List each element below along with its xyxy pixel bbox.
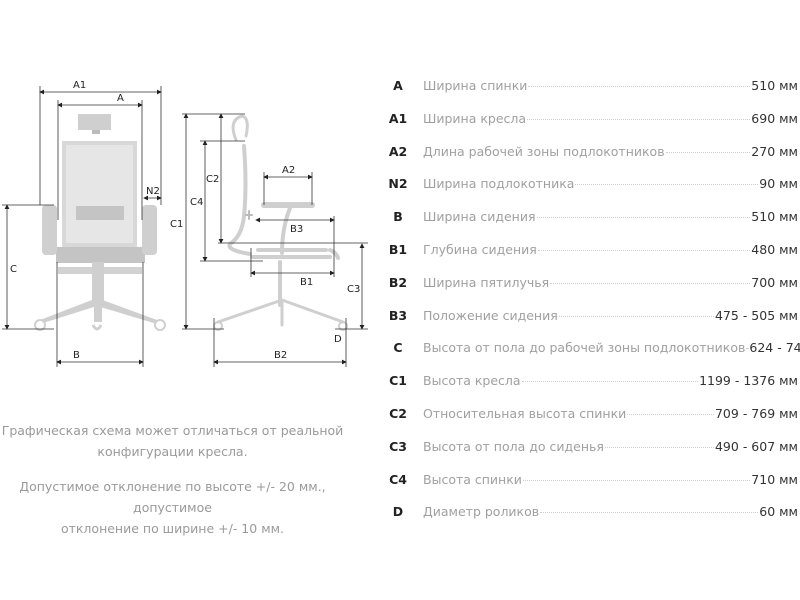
spec-label: Высота спинки — [423, 471, 522, 487]
spec-code: B3 — [388, 307, 408, 323]
spec-value: 510 мм — [751, 78, 798, 93]
dim-label-b2: B2 — [274, 350, 287, 361]
spec-row: A2 Длина рабочей зоны подлокотников 270 мм — [380, 144, 798, 164]
spec-row: A1 Ширина кресла 690 мм — [380, 111, 798, 131]
note-line: конфигурации кресла. — [97, 444, 248, 459]
spec-row: D Диаметр роликов 60 мм — [380, 504, 798, 524]
dotted-leader — [575, 184, 759, 186]
spec-row: C1 Высота кресла 1199 - 1376 мм — [380, 373, 798, 393]
side-dimension-lines — [182, 113, 368, 367]
spec-label: Диаметр роликов — [423, 504, 540, 520]
spec-value: 490 - 607 мм — [714, 438, 798, 454]
dim-label-b3: B3 — [290, 224, 303, 235]
spec-label: Длина рабочей зоны подлокотников — [423, 143, 665, 159]
spec-row: B Ширина сидения 510 мм — [380, 209, 798, 229]
spec-value: 270 мм — [751, 143, 798, 159]
spec-code: B1 — [388, 242, 408, 257]
spec-label: Ширина кресла — [423, 110, 527, 126]
spec-value: 480 мм — [751, 242, 798, 257]
spec-label: Высота от пола до сиденья — [423, 438, 604, 454]
spec-row: C4 Высота спинки 710 мм — [380, 472, 798, 492]
dim-label-n2: N2 — [146, 186, 160, 197]
spec-code: B2 — [388, 274, 408, 290]
dim-label-a2: A2 — [282, 165, 295, 176]
dotted-leader — [536, 217, 751, 219]
note-line: отклонение по ширине +/- 10 мм. — [60, 521, 285, 536]
dim-label-b1: B1 — [300, 277, 313, 288]
spec-value: 60 мм — [759, 504, 798, 520]
spec-value: 1199 - 1376 мм — [699, 373, 798, 389]
spec-row: C2 Относительная высота спинки 709 - 769 м… — [380, 406, 798, 426]
front-dimension-lines — [2, 86, 162, 367]
dotted-leader — [604, 446, 714, 448]
spec-code: C3 — [389, 438, 407, 454]
spec-code: B — [393, 209, 403, 225]
dotted-leader — [537, 250, 751, 251]
dim-label-d: D — [334, 334, 342, 345]
spec-label: Ширина подлокотника — [423, 176, 575, 192]
spec-label: Ширина спинки — [423, 78, 528, 93]
dim-label-c1: C1 — [170, 219, 183, 230]
dotted-leader — [522, 479, 751, 481]
spec-code: C2 — [389, 406, 407, 421]
spec-label: Высота кресла — [423, 373, 521, 389]
dotted-leader — [527, 118, 751, 120]
dotted-leader — [665, 151, 751, 153]
spec-value: 710 мм — [751, 471, 798, 487]
spec-row: A Ширина спинки 510 мм — [380, 78, 798, 98]
spec-row: C3 Высота от пола до сиденья 490 - 607 мм — [380, 439, 798, 459]
spec-row: C Высота от пола до рабочей зоны подлокот… — [380, 340, 800, 360]
dotted-leader — [528, 86, 751, 87]
spec-row: B3 Положение сидения 475 - 505 мм — [380, 308, 798, 328]
dotted-leader — [627, 414, 714, 415]
dim-label-a1: A1 — [73, 80, 86, 91]
spec-code: C4 — [389, 471, 407, 487]
dotted-leader — [540, 512, 759, 514]
side-view-chair — [213, 114, 348, 331]
spec-label: Высота от пола до рабочей зоны подлокотн… — [423, 340, 746, 356]
dim-label-c: C — [10, 264, 17, 275]
chair-dimension-diagram: A1 A N2 C B C1 C2 C4 — [2, 80, 368, 367]
spec-code: D — [392, 504, 404, 520]
dim-label-a: A — [117, 93, 124, 104]
spec-code: C1 — [389, 373, 407, 389]
note-line: Допустимое отклонение по высоте +/- 20 м… — [19, 479, 326, 515]
dim-label-c3: C3 — [347, 284, 360, 295]
spec-label: Ширина пятилучья — [423, 274, 550, 290]
spec-value: 624 - 741 мм — [749, 340, 800, 356]
spec-row: B2 Ширина пятилучья 700 мм — [380, 275, 798, 295]
spec-value: 690 мм — [751, 110, 798, 126]
note-line: Графическая схема может отличаться от ре… — [1, 423, 344, 438]
spec-code: A — [393, 78, 403, 93]
spec-value: 709 - 769 мм — [714, 406, 798, 421]
spec-label: Ширина сидения — [423, 209, 536, 225]
spec-code: A2 — [388, 143, 408, 159]
spec-code: A1 — [388, 110, 408, 126]
spec-value: 90 мм — [759, 176, 798, 192]
spec-label: Относительная высота спинки — [423, 406, 627, 421]
dotted-leader — [550, 282, 751, 284]
spec-value: 475 - 505 мм — [714, 307, 798, 323]
dim-label-b: B — [73, 350, 80, 361]
spec-label: Положение сидения — [423, 307, 558, 323]
spec-row: B1 Глубина сидения 480 мм — [380, 242, 798, 262]
dotted-leader — [746, 348, 749, 350]
spec-value: 700 мм — [751, 274, 798, 290]
spec-code: C — [393, 340, 403, 356]
dotted-leader — [521, 381, 699, 383]
dim-label-c4: C4 — [190, 197, 203, 208]
dotted-leader — [558, 315, 714, 317]
spec-row: N2 Ширина подлокотника 90 мм — [380, 176, 798, 196]
disclaimer-note: Графическая схема может отличаться от ре… — [0, 420, 345, 462]
tolerance-note: Допустимое отклонение по высоте +/- 20 м… — [0, 476, 345, 539]
spec-value: 510 мм — [751, 209, 798, 225]
spec-label: Глубина сидения — [423, 242, 537, 257]
spec-code: N2 — [388, 176, 408, 192]
front-view-chair — [34, 114, 166, 331]
dim-label-c2: C2 — [206, 174, 219, 185]
